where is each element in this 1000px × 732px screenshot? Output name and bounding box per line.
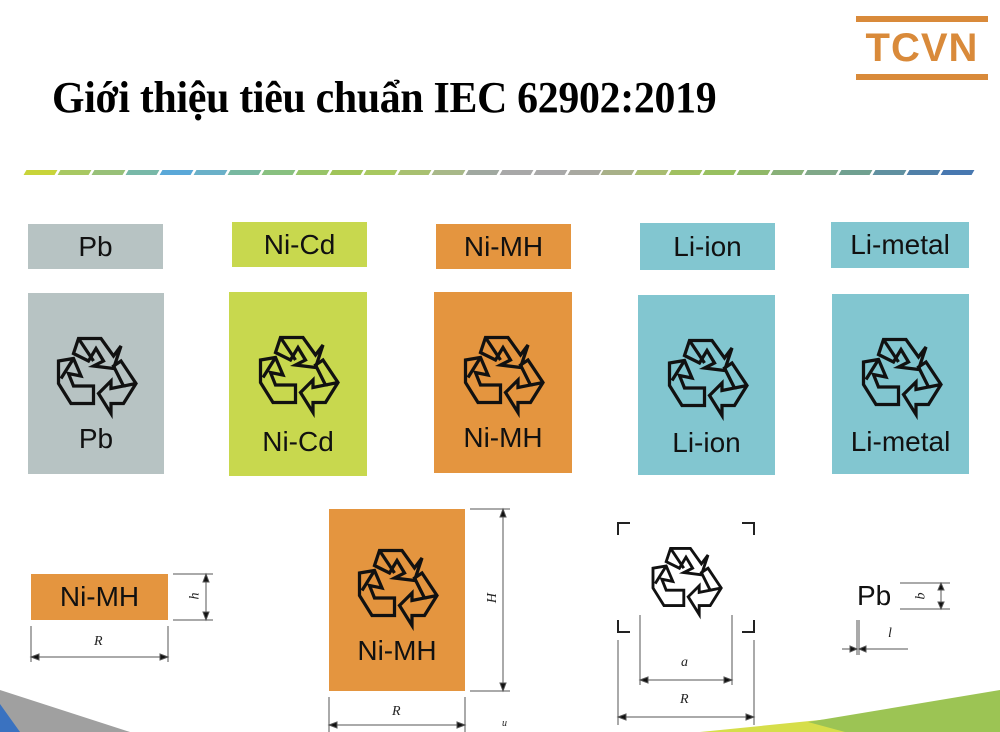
divider-dash	[668, 170, 703, 175]
tile-li-metal: Li-metal	[832, 294, 969, 474]
divider-dash	[23, 170, 58, 175]
diagram-label-text: Ni-MH	[357, 635, 437, 666]
divider-dash	[125, 170, 160, 175]
divider-dash	[702, 170, 737, 175]
divider-dash	[736, 170, 771, 175]
divider-dash	[906, 170, 941, 175]
label-li-ion: Li-ion	[640, 223, 775, 270]
dimension-lines-symbol	[616, 522, 756, 725]
recycle-icon	[667, 338, 749, 418]
corner-decoration-right	[700, 690, 1000, 732]
recycle-icon	[861, 337, 943, 417]
tile-nimh: Ni-MH	[434, 292, 572, 473]
divider-dash	[804, 170, 839, 175]
divider-dash	[601, 170, 635, 175]
recycle-icon	[258, 335, 340, 415]
divider-dash	[838, 170, 873, 175]
dimension-lines-text	[842, 581, 950, 655]
tile-nicd: Ni-Cd	[229, 292, 367, 476]
dimension-lines-tall	[327, 507, 510, 732]
label-text: Pb	[78, 230, 113, 262]
label-li-metal: Li-metal	[831, 222, 969, 268]
label-text: Ni-Cd	[263, 228, 336, 260]
divider-dash	[193, 170, 228, 175]
divider-dash	[159, 170, 194, 175]
divider-dash	[57, 170, 92, 175]
recycle-icon	[463, 335, 545, 415]
label-nimh: Ni-MH	[436, 224, 571, 269]
divider-dash	[329, 170, 364, 175]
tile-label: Li-ion	[672, 427, 741, 458]
divider-dash	[634, 170, 669, 175]
diagram-label-text: Ni-MH	[59, 581, 140, 612]
divider-dash	[770, 170, 805, 175]
dim-R: R	[392, 704, 401, 719]
divider-dash	[940, 170, 975, 175]
divider-dash	[465, 170, 500, 175]
diagram-small-label: Ni-MH	[31, 574, 168, 620]
diagram-pb-text: Pb	[857, 580, 892, 611]
divider-dash	[533, 170, 567, 175]
dimension-lines-small	[29, 572, 213, 662]
tile-label: Ni-MH	[463, 422, 543, 453]
diagram-tall-label: Ni-MH	[329, 509, 465, 691]
tcvn-logo: TCVN	[856, 14, 988, 82]
divider-dash	[91, 170, 126, 175]
logo-bar-top	[856, 16, 988, 22]
dim-b: b	[913, 592, 929, 600]
dim-l: l	[888, 626, 892, 641]
dim-a: a	[681, 655, 688, 670]
dim-r: R	[94, 634, 103, 649]
divider-dash	[397, 170, 432, 175]
divider-dash	[872, 170, 907, 175]
label-text: Li-metal	[850, 229, 950, 260]
label-pb: Pb	[28, 224, 163, 269]
divider-dash	[567, 170, 601, 175]
corner-decoration-left	[0, 690, 130, 732]
dim-h: h	[187, 592, 203, 600]
tile-li-ion: Li-ion	[638, 295, 775, 475]
divider-dash	[227, 170, 262, 175]
page-title: Giới thiệu tiêu chuẩn IEC 62902:2019	[52, 73, 717, 122]
dashed-divider	[23, 170, 975, 175]
dim-u: u	[502, 718, 507, 729]
tile-label: Pb	[78, 423, 114, 454]
label-text: Li-ion	[673, 230, 742, 262]
recycle-icon	[56, 336, 138, 416]
logo-bar-bottom	[856, 74, 988, 80]
label-nicd: Ni-Cd	[232, 222, 367, 267]
label-text: Ni-MH	[463, 230, 544, 262]
dim-R-outer: R	[680, 692, 689, 707]
divider-dash	[499, 170, 533, 175]
dim-H: H	[485, 592, 501, 604]
tile-pb: Pb	[28, 293, 164, 474]
divider-dash	[261, 170, 296, 175]
divider-dash	[295, 170, 330, 175]
tile-label: Ni-Cd	[262, 426, 334, 457]
divider-dash	[431, 170, 466, 175]
divider-dash	[363, 170, 398, 175]
logo-text: TCVN	[865, 26, 979, 70]
tile-label: Li-metal	[850, 426, 951, 457]
